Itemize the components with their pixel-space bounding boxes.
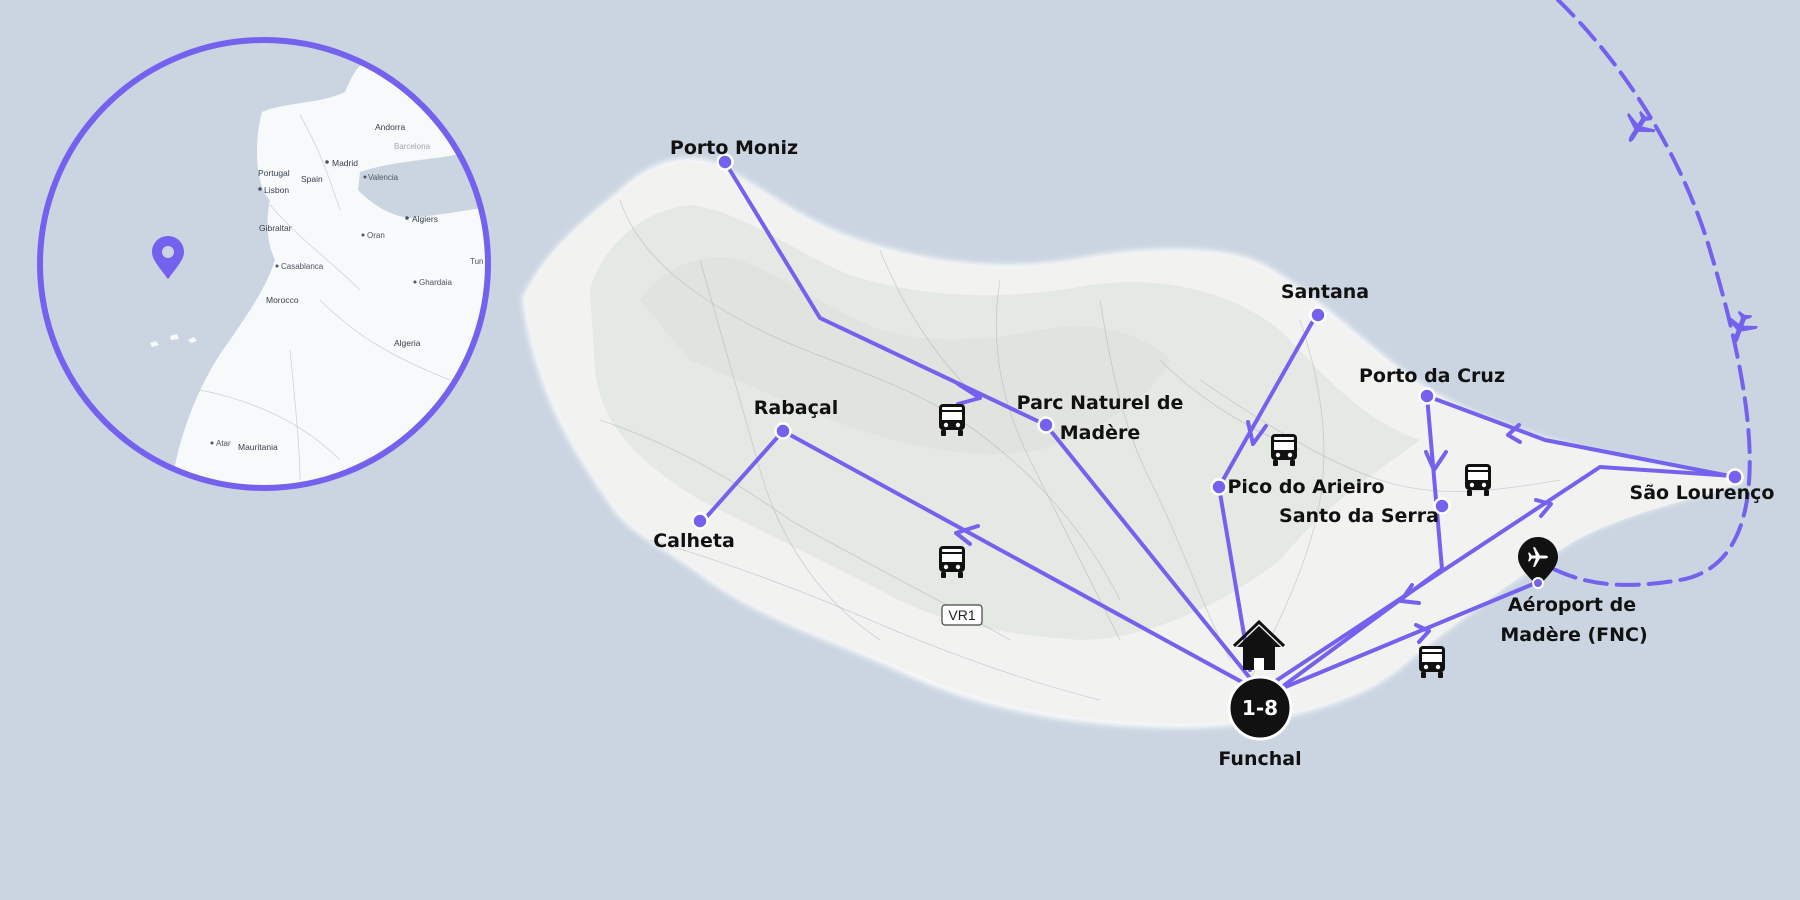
place-dot-porto-da-cruz[interactable] (1418, 387, 1436, 405)
madeira-island (522, 158, 1745, 729)
place-label-airport-1: Aéroport de (1508, 594, 1636, 616)
inset-label-faint: Barcelona (394, 142, 431, 151)
inset-label: Spain (301, 174, 323, 184)
place-dot-santo-da-serra[interactable] (1433, 497, 1451, 515)
place-label-calheta: Calheta (653, 530, 735, 552)
inset-locator-map: Andorra Portugal Madrid Spain Valencia L… (37, 37, 491, 491)
inset-label: Lisbon (264, 185, 289, 195)
inset-label: Mauritania (238, 442, 278, 452)
place-label-parc-naturel-1: Parc Naturel de (1017, 392, 1184, 414)
inset-label: Atar (216, 439, 231, 448)
place-dot-porto-moniz[interactable] (716, 153, 734, 171)
inset-label: Madrid (332, 158, 358, 168)
place-dot-pico-do-arieiro[interactable] (1210, 478, 1228, 496)
home-icon (1231, 619, 1287, 670)
place-markers (691, 153, 1744, 530)
base-days-badge: 1-8 (1242, 696, 1278, 720)
place-label-sao-lourenco: São Lourenço (1630, 482, 1775, 504)
airport-marker[interactable] (1518, 537, 1558, 589)
place-label-porto-da-cruz: Porto da Cruz (1359, 365, 1505, 387)
place-dot-parc-naturel[interactable] (1037, 416, 1055, 434)
inset-label: Algiers (412, 214, 438, 224)
place-dot-sao-lourenco[interactable] (1726, 468, 1744, 486)
inset-label: Andorra (375, 122, 406, 132)
inset-label: Oran (367, 231, 385, 240)
inset-label: Casablanca (281, 262, 324, 271)
place-label-santana: Santana (1281, 281, 1369, 303)
inset-label: Valencia (368, 173, 399, 182)
location-pin-icon[interactable] (152, 225, 184, 279)
base-marker[interactable]: 1-8 (1227, 619, 1293, 741)
inset-label: Morocco (266, 295, 299, 305)
place-label-funchal: Funchal (1218, 748, 1301, 770)
place-label-rabacal: Rabaçal (754, 397, 838, 419)
place-label-parc-naturel-2: Madère (1060, 422, 1140, 444)
place-label-porto-moniz: Porto Moniz (670, 137, 798, 159)
place-dot-rabacal[interactable] (774, 422, 792, 440)
inset-label: Portugal (258, 168, 290, 178)
inset-label: Algeria (394, 338, 421, 348)
inset-label: Gibraltar (259, 223, 292, 233)
road-sign-label: VR1 (948, 607, 975, 623)
place-label-santo-da-serra: Santo da Serra (1279, 505, 1439, 527)
road-sign: VR1 (941, 604, 983, 626)
place-label-pico-do-arieiro: Pico do Arieiro (1227, 476, 1384, 498)
inset-label: Tun (470, 257, 484, 266)
place-label-airport-2: Madère (FNC) (1500, 624, 1647, 646)
flight-route (1538, 0, 1761, 587)
place-dot-santana[interactable] (1309, 306, 1327, 324)
inset-label: Ghardaia (419, 278, 452, 287)
place-labels: Porto Moniz Santana Porto da Cruz Rabaça… (653, 137, 1774, 770)
place-dot-calheta[interactable] (691, 512, 709, 530)
